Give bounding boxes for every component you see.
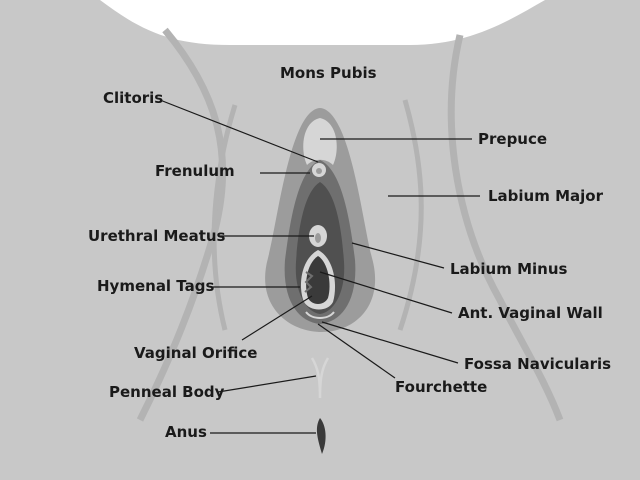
right-outer-fold (447, 34, 564, 422)
label-ant-vaginal-wall: Ant. Vaginal Wall (458, 304, 603, 322)
vaginal-opening-dark (306, 256, 330, 304)
left-inner-fold (211, 104, 238, 331)
leader-fossa-navicularis (321, 321, 459, 364)
clitoris-center (316, 168, 322, 174)
label-penneal-body: Penneal Body (109, 383, 225, 401)
urethral-meatus-opening (315, 233, 321, 243)
label-vaginal-orifice: Vaginal Orifice (134, 344, 257, 362)
leader-ant-vaginal-wall (319, 271, 453, 314)
fourchette-shape (305, 311, 335, 319)
right-inner-fold (397, 99, 424, 331)
leader-penneal-body (217, 375, 317, 393)
label-fourchette: Fourchette (395, 378, 487, 396)
label-clitoris: Clitoris (103, 89, 163, 107)
label-mons-pubis: Mons Pubis (280, 64, 377, 82)
hymenal-tags-shape (304, 271, 314, 293)
anus-shape (316, 418, 326, 454)
leader-fourchette (317, 323, 396, 379)
label-fossa-navicularis: Fossa Navicularis (464, 355, 611, 373)
leader-vaginal-orifice (241, 295, 313, 341)
label-frenulum: Frenulum (155, 162, 235, 180)
penneal-body-shape (310, 357, 330, 399)
leader-clitoris (159, 99, 319, 163)
label-labium-minus: Labium Minus (450, 260, 568, 278)
prepuce-shape (303, 118, 337, 165)
label-anus: Anus (165, 423, 207, 441)
leader-labium-minus (351, 242, 445, 269)
label-hymenal-tags: Hymenal Tags (97, 277, 214, 295)
label-labium-major: Labium Major (488, 187, 604, 205)
label-prepuce: Prepuce (478, 130, 547, 148)
label-urethral-meatus: Urethral Meatus (88, 227, 226, 245)
